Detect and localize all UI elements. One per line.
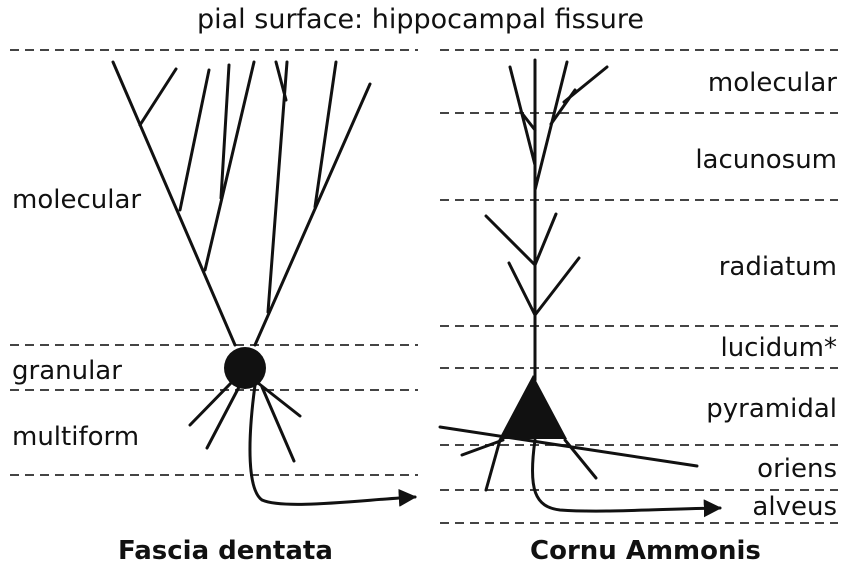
granule-cell-dendrites	[113, 62, 370, 345]
granule-cell-axon	[250, 385, 415, 504]
fd-layer-granular: granular	[12, 358, 122, 384]
fascia-dentata-heading: Fascia dentata	[118, 538, 333, 564]
ca-layer-lucidum: lucidum*	[720, 335, 837, 361]
granule-cell	[113, 62, 415, 504]
granule-cell-basal-processes	[190, 382, 300, 461]
pyramidal-cell-axon	[532, 440, 720, 511]
ca-layer-pyramidal: pyramidal	[706, 396, 837, 422]
ca-layer-alveus: alveus	[752, 494, 837, 520]
ca-layer-oriens: oriens	[757, 456, 837, 482]
fd-layer-multiform: multiform	[12, 424, 139, 450]
pyramidal-cell-soma	[499, 375, 567, 439]
ca-layer-lacunosum: lacunosum	[695, 147, 837, 173]
ca-layer-molecular: molecular	[708, 70, 837, 96]
granule-cell-soma	[224, 347, 266, 389]
pyramidal-cell	[440, 60, 720, 511]
cornu-ammonis-layer-boundaries	[440, 50, 838, 523]
pyramidal-cell-apical-dendrite	[486, 60, 607, 380]
fd-layer-molecular: molecular	[12, 187, 141, 213]
ca-layer-radiatum: radiatum	[719, 254, 837, 280]
pyramidal-cell-basal-dendrites	[440, 427, 697, 490]
cornu-ammonis-heading: Cornu Ammonis	[530, 538, 761, 564]
